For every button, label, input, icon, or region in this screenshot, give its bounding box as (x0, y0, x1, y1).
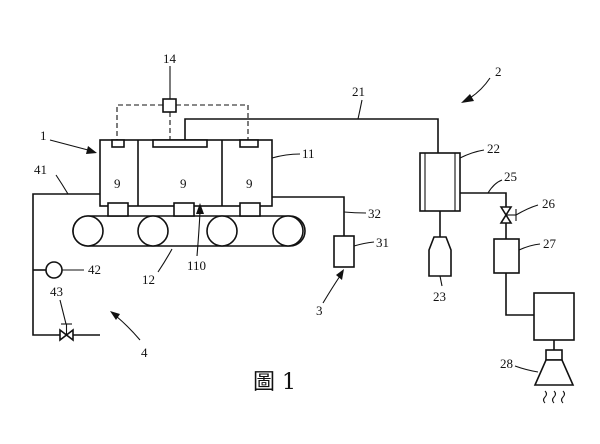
fume-wave-1 (542, 390, 548, 404)
arrow-1 (86, 146, 97, 154)
control-lines-14 (116, 66, 249, 140)
roller-1 (72, 215, 104, 247)
conveyor-belt-right-end (289, 215, 306, 247)
label-9-b: 9 (180, 176, 187, 191)
unit-22 (419, 152, 461, 277)
label-14: 14 (163, 51, 177, 66)
pipe-27-box (505, 273, 534, 316)
label-3: 3 (316, 303, 323, 318)
arrow-2 (461, 94, 474, 103)
arrow-3 (336, 269, 344, 280)
label-22: 22 (487, 141, 500, 156)
label-110: 110 (187, 258, 206, 273)
collector-23 (428, 236, 452, 277)
figure-caption: 圖 1 (253, 370, 296, 395)
leader-43 (59, 299, 67, 325)
top-nozzle-center (152, 139, 208, 148)
roller-4 (272, 215, 304, 247)
label-2: 2 (495, 64, 502, 79)
label-11: 11 (302, 146, 315, 161)
leader-1 (49, 139, 89, 151)
leader-25 (487, 179, 503, 194)
label-43: 43 (50, 284, 63, 299)
label-9-a: 9 (114, 176, 121, 191)
drain-branch-3 (272, 196, 355, 268)
valve-43 (59, 328, 74, 342)
workpiece-9-a (107, 202, 129, 217)
leader-12 (157, 248, 173, 273)
fan-28-neck (545, 349, 563, 361)
leader-2 (469, 77, 491, 99)
labels: 14 1 11 9 9 9 41 12 110 42 43 4 21 2 22 … (34, 51, 557, 371)
unit-31 (333, 235, 355, 268)
gauge-42 (45, 261, 63, 279)
arrow-4 (110, 311, 120, 320)
leader-3 (322, 275, 341, 304)
controller-14 (162, 98, 177, 113)
leader-22 (459, 149, 485, 159)
top-nozzle-right (239, 139, 259, 148)
label-31: 31 (376, 235, 389, 250)
leader-41 (55, 174, 69, 195)
fan-28-hood (533, 359, 575, 386)
tank-housing (99, 139, 273, 207)
label-32: 32 (368, 206, 381, 221)
label-9-c: 9 (246, 176, 253, 191)
pipe-41 (32, 193, 100, 336)
leader-lines (49, 77, 541, 373)
supply-branch-4 (32, 193, 100, 342)
label-23: 23 (433, 289, 446, 304)
label-25: 25 (504, 169, 517, 184)
leader-11 (271, 153, 301, 159)
label-1: 1 (40, 128, 47, 143)
unit-27 (493, 238, 520, 274)
leader-32 (343, 211, 367, 214)
workpiece-9-c (239, 202, 261, 217)
roller-2 (137, 215, 169, 247)
leader-26 (515, 204, 539, 216)
leader-21 (357, 99, 363, 120)
workpiece-9-b (173, 202, 195, 217)
label-27: 27 (543, 236, 557, 251)
pipe-21 (184, 118, 439, 153)
pipe-32 (272, 196, 345, 236)
valve-26 (499, 206, 513, 224)
exhaust-box (533, 292, 575, 341)
label-28: 28 (500, 356, 513, 371)
label-21: 21 (352, 84, 365, 99)
fume-wave-3 (560, 390, 566, 404)
exhaust-branch (460, 192, 575, 404)
top-nozzle-left (111, 139, 125, 148)
leader-23 (439, 275, 443, 287)
conveyor-12 (72, 202, 306, 247)
dashed-signal-lines (116, 104, 249, 140)
leader-110 (196, 211, 201, 257)
label-42: 42 (88, 262, 101, 277)
label-4: 4 (141, 345, 148, 360)
pipe-25 (460, 192, 507, 207)
leader-31 (353, 241, 375, 247)
label-41: 41 (34, 162, 47, 177)
label-12: 12 (142, 272, 155, 287)
leader-27 (518, 243, 541, 251)
fume-wave-2 (551, 390, 557, 404)
tank-housing-11 (99, 139, 273, 207)
leader-4 (115, 315, 141, 341)
label-26: 26 (542, 196, 556, 211)
roller-3 (206, 215, 238, 247)
unit-22-body (419, 152, 461, 212)
leader-28 (514, 365, 539, 373)
arrow-110 (196, 203, 204, 214)
